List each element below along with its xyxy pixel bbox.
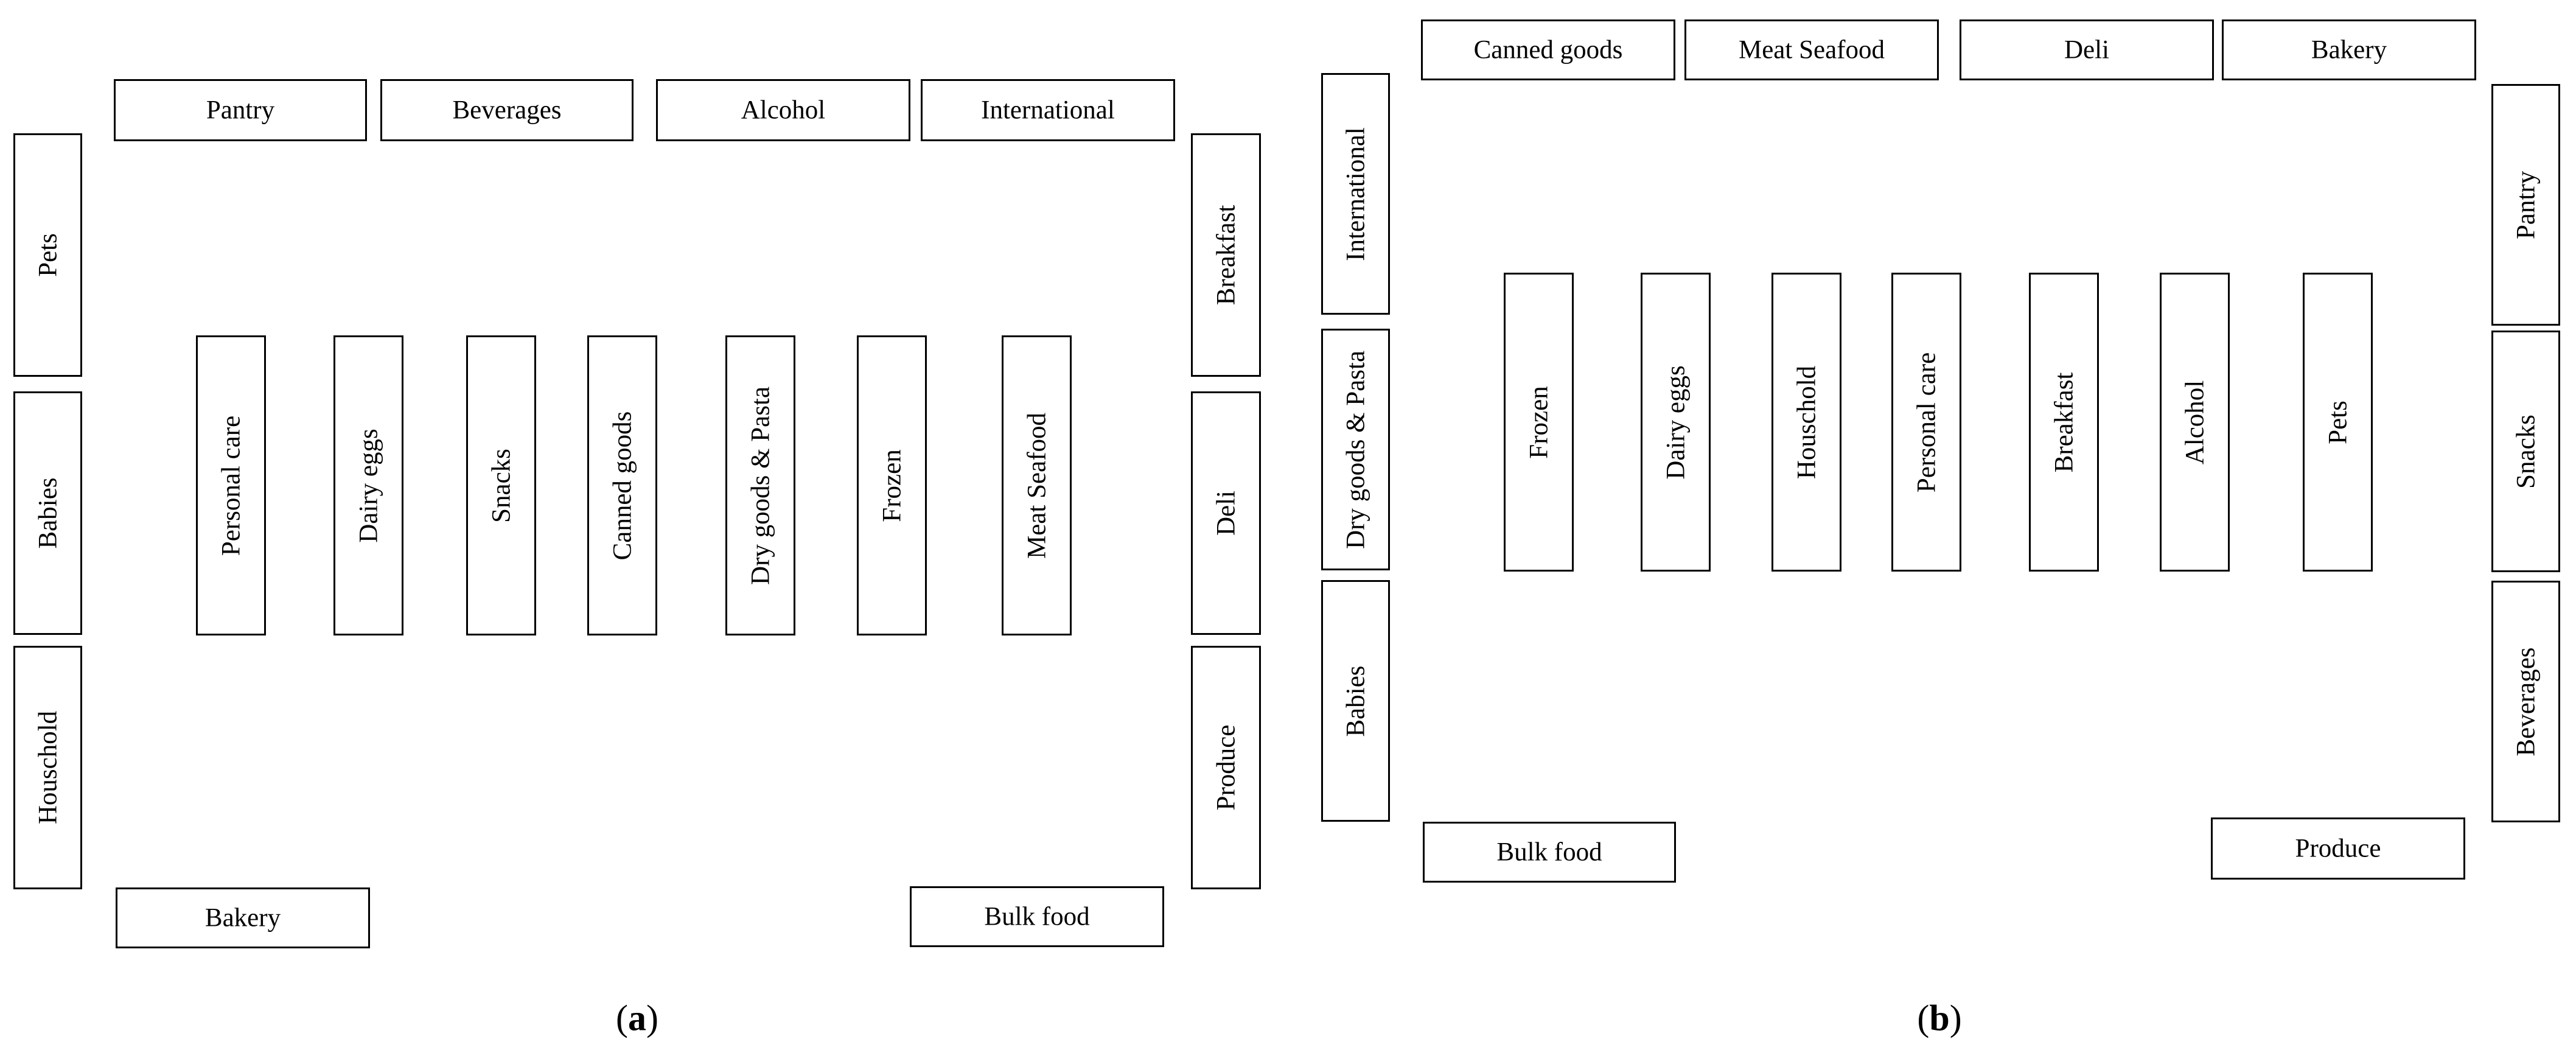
section-label: Dairy eggs xyxy=(354,428,383,543)
section-label: Deli xyxy=(2064,35,2110,65)
section-label: Canned goods xyxy=(608,411,637,560)
section-label: Pantry xyxy=(206,96,275,125)
section-label: Beverages xyxy=(2511,646,2540,757)
section-label: Bulk food xyxy=(1496,838,1602,867)
section-label: Alcohol xyxy=(2180,380,2209,464)
section-label: Houschold xyxy=(33,710,62,825)
section-label: Snacks xyxy=(487,448,515,523)
section-label: Babies xyxy=(33,477,62,549)
panel-b-section-deli: Deli xyxy=(1960,19,2214,80)
panel-a-section-personal-care: Personal care xyxy=(196,335,266,635)
panel-b-section-personal-care: Personal care xyxy=(1891,273,1961,572)
section-label: Pets xyxy=(33,233,62,277)
panel-a-section-produce: Produce xyxy=(1191,646,1261,889)
panel-b-section-beverages: Beverages xyxy=(2491,581,2560,822)
section-label: Pantry xyxy=(2511,170,2540,239)
section-label: Snacks xyxy=(2511,414,2540,489)
section-label: Meat Seafood xyxy=(1738,35,1885,65)
panel-a-section-frozen: Frozen xyxy=(857,335,927,635)
panel-a-section-pets: Pets xyxy=(13,133,82,377)
panel-a-section-babies: Babies xyxy=(13,391,82,635)
panel-a-section-dairy-eggs: Dairy eggs xyxy=(333,335,403,635)
section-label: Canned goods xyxy=(1473,35,1623,65)
panel-b-section-bulk-food: Bulk food xyxy=(1423,822,1676,883)
section-label: Bakery xyxy=(2311,35,2387,65)
section-label: Meat Seafood xyxy=(1022,412,1051,559)
section-label: Bakery xyxy=(204,903,281,933)
section-label: Produce xyxy=(1212,724,1240,811)
panel-b-section-alcohol: Alcohol xyxy=(2160,273,2230,572)
panel-a-caption: (a) xyxy=(616,998,658,1040)
panel-b-section-snacks: Snacks xyxy=(2491,331,2560,572)
section-label: Deli xyxy=(1212,490,1240,536)
panel-b-section-frozen: Frozen xyxy=(1504,273,1574,572)
panel-a-section-beverages: Beverages xyxy=(380,79,634,141)
section-label: Pets xyxy=(2323,400,2352,444)
panel-a-section-dry-goods-and-pasta: Dry goods & Pasta xyxy=(725,335,795,635)
panel-a-section-canned-goods: Canned goods xyxy=(587,335,657,635)
panel-b-section-meat-seafood: Meat Seafood xyxy=(1684,19,1939,80)
section-label: Houschold xyxy=(1792,365,1821,479)
panel-b-caption: (b) xyxy=(1917,998,1961,1040)
caption-letter: a xyxy=(628,998,646,1038)
caption-open-paren: ( xyxy=(616,998,628,1038)
section-label: International xyxy=(1341,127,1370,261)
caption-close-paren: ) xyxy=(1949,998,1962,1038)
panel-a-section-bulk-food: Bulk food xyxy=(910,886,1164,947)
panel-b-section-canned-goods: Canned goods xyxy=(1421,19,1675,80)
panel-a-section-alcohol: Alcohol xyxy=(656,79,910,141)
panel-b-section-bakery: Bakery xyxy=(2222,19,2476,80)
panel-a-section-bakery: Bakery xyxy=(116,887,370,948)
panel-b-section-houschold: Houschold xyxy=(1771,273,1841,572)
section-label: Dry goods & Pasta xyxy=(1341,350,1370,549)
panel-b-section-dry-goods-and-pasta: Dry goods & Pasta xyxy=(1321,329,1390,570)
section-label: Dairy eggs xyxy=(1661,365,1690,480)
caption-open-paren: ( xyxy=(1917,998,1930,1038)
section-label: Frozen xyxy=(878,449,906,522)
section-label: Breakfast xyxy=(1212,205,1240,306)
panel-b-section-dairy-eggs: Dairy eggs xyxy=(1641,273,1711,572)
panel-b-section-babies: Babies xyxy=(1321,580,1390,822)
section-label: Personal care xyxy=(217,415,245,556)
panel-a-section-houschold: Houschold xyxy=(13,646,82,889)
section-label: Breakfast xyxy=(2050,372,2078,472)
panel-a-section-international: International xyxy=(921,79,1175,141)
panel-b-section-produce: Produce xyxy=(2211,817,2465,880)
panel-a-section-meat-seafood: Meat Seafood xyxy=(1002,335,1072,635)
section-label: Frozen xyxy=(1524,385,1553,459)
panel-a-section-snacks: Snacks xyxy=(466,335,536,635)
section-label: Beverages xyxy=(452,96,562,125)
panel-b-section-international: International xyxy=(1321,73,1390,315)
caption-close-paren: ) xyxy=(646,998,658,1038)
caption-letter: b xyxy=(1929,998,1950,1038)
section-label: Alcohol xyxy=(741,96,826,125)
panel-b-section-breakfast: Breakfast xyxy=(2029,273,2099,572)
panel-a-section-breakfast: Breakfast xyxy=(1191,133,1261,377)
panel-b-section-pantry: Pantry xyxy=(2491,84,2560,326)
section-label: Produce xyxy=(2295,834,2381,863)
section-label: Bulk food xyxy=(984,902,1090,931)
panel-b-section-pets: Pets xyxy=(2303,273,2373,572)
panel-a-section-pantry: Pantry xyxy=(114,79,367,141)
section-label: Personal care xyxy=(1912,352,1941,492)
panel-a-section-deli: Deli xyxy=(1191,391,1261,635)
section-label: Babies xyxy=(1341,665,1370,737)
section-label: International xyxy=(981,96,1115,125)
section-label: Dry goods & Pasta xyxy=(746,386,775,585)
